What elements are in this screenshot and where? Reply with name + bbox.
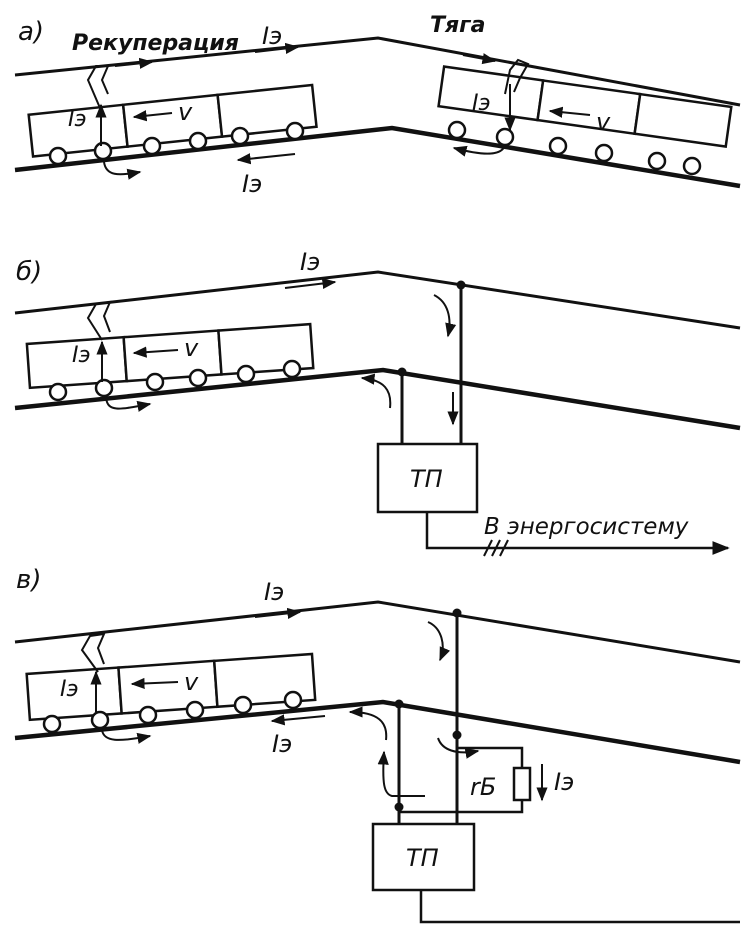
wheel xyxy=(548,136,568,156)
loco-current-label: Iэ xyxy=(72,343,91,368)
rail-current-path xyxy=(101,729,152,744)
velocity-label: v xyxy=(184,334,199,362)
wheel xyxy=(90,710,110,730)
grid-line xyxy=(425,512,730,555)
rail-current-arrow xyxy=(270,714,326,726)
locomotive-b xyxy=(25,322,315,390)
rail-current-path xyxy=(105,397,152,412)
wheel xyxy=(138,705,158,725)
wheel xyxy=(283,690,303,710)
panel-c-label: в) xyxy=(16,565,41,595)
car-body xyxy=(633,92,733,148)
contact-wire-c xyxy=(14,600,741,664)
regeneration-label: Рекуперация xyxy=(72,31,239,56)
rail-current-path xyxy=(452,144,506,157)
wheel xyxy=(48,146,68,166)
velocity-arrow xyxy=(132,110,173,122)
panel-b-label: б) xyxy=(16,257,42,287)
wheel xyxy=(282,359,302,379)
grid-tick xyxy=(483,539,493,557)
loco-current-label: Iэ xyxy=(472,91,491,116)
grid-line xyxy=(419,890,740,924)
wire-current-arrow xyxy=(254,607,302,619)
feeder-current-path xyxy=(433,294,457,338)
pantograph xyxy=(80,632,106,673)
resistor-current-path xyxy=(437,737,480,759)
wheel xyxy=(185,700,205,720)
resistor-return xyxy=(399,800,524,814)
substation-label: ТП xyxy=(410,465,443,493)
rail-current-path xyxy=(103,161,142,180)
resistor-junction-bottom xyxy=(394,802,404,812)
pantograph xyxy=(86,300,112,341)
loco-current-label: Iэ xyxy=(60,677,79,702)
wire-current-arrow xyxy=(114,57,154,69)
wire-current-arrow xyxy=(462,53,497,65)
wheel xyxy=(236,364,256,384)
wheel xyxy=(188,368,208,388)
wheel xyxy=(230,126,250,146)
wheel xyxy=(682,156,702,176)
rail-b xyxy=(14,367,741,431)
panel-c: в) Iэ Iэ v Iэ xyxy=(14,565,741,924)
traction-label: Тяга xyxy=(430,13,485,38)
grid-tick xyxy=(499,539,509,557)
velocity-arrow xyxy=(548,106,591,118)
ballast-resistor xyxy=(512,766,532,802)
wheel xyxy=(594,143,614,163)
velocity-arrow xyxy=(130,677,179,690)
pantograph xyxy=(86,65,110,109)
panel-b-top-current: Iэ xyxy=(300,248,320,276)
rail-current-label: Iэ xyxy=(242,170,262,198)
car-body xyxy=(121,93,224,148)
wire-current-arrow xyxy=(254,42,300,55)
panel-b: б) Iэ Iэ v ТП xyxy=(14,248,741,557)
contact-wire-b xyxy=(14,270,741,330)
grid-tick xyxy=(491,539,501,557)
feeder-current-path xyxy=(427,621,451,662)
locomotive-right xyxy=(437,65,733,148)
traction-substation-c xyxy=(371,822,476,892)
loco-current-label: Iэ xyxy=(68,107,87,132)
panel-a-top-current: Iэ xyxy=(262,22,282,50)
resistor-branch xyxy=(455,735,524,768)
rail-current-label: Iэ xyxy=(272,730,292,758)
wire-current-arrow xyxy=(284,277,337,290)
pantograph xyxy=(504,58,530,95)
grid-label: В энергосистему xyxy=(484,514,689,540)
wheel xyxy=(188,131,208,151)
wheel xyxy=(93,141,113,161)
wheel xyxy=(495,127,515,147)
rail-a xyxy=(14,125,741,189)
wheel xyxy=(285,121,305,141)
velocity-label: v xyxy=(184,668,199,696)
resistor-current-label: Iэ xyxy=(554,768,574,796)
velocity-label: v xyxy=(596,108,611,136)
wheel xyxy=(94,378,114,398)
resistor-label: rБ xyxy=(470,773,496,801)
wheel xyxy=(145,372,165,392)
substation-label: ТП xyxy=(406,844,439,872)
wheel xyxy=(142,136,162,156)
return-current-path xyxy=(348,706,388,741)
rail-current-arrow xyxy=(236,153,296,165)
up-current-path xyxy=(377,750,425,797)
wheel xyxy=(647,151,667,171)
car-body xyxy=(122,329,223,383)
wheel xyxy=(48,382,68,402)
wheel xyxy=(447,120,467,140)
panel-a: а) Рекуперация Iэ Тяга Iэ v Iэ xyxy=(14,13,741,198)
velocity-label: v xyxy=(178,98,193,126)
wheel xyxy=(42,714,62,734)
contact-wire-a xyxy=(14,36,741,107)
car-body xyxy=(437,65,545,122)
panel-c-top-current: Iэ xyxy=(264,578,284,606)
return-current-path xyxy=(360,373,392,409)
panel-a-label: а) xyxy=(18,17,44,47)
wheel xyxy=(233,695,253,715)
rail-c xyxy=(14,699,741,765)
car-body xyxy=(536,79,642,136)
velocity-arrow xyxy=(132,346,179,358)
